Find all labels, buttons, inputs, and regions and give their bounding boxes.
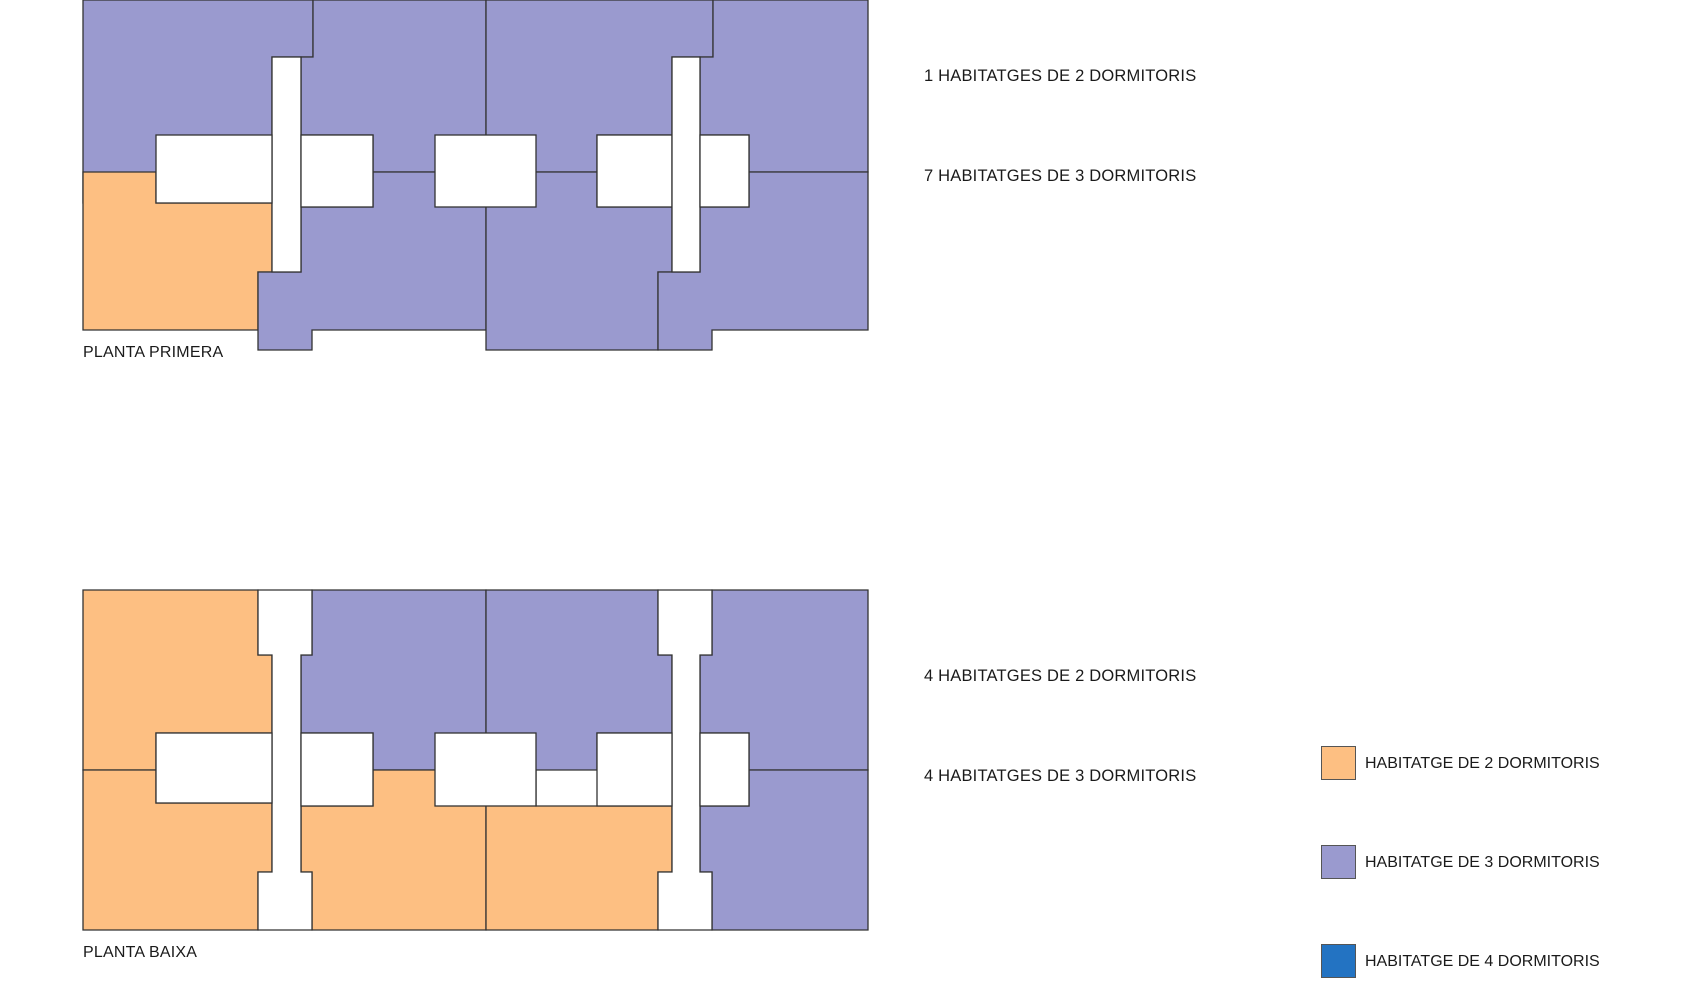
patio-1 xyxy=(155,134,273,204)
legend-swatch-2-dorm xyxy=(1321,746,1356,780)
patio-5 xyxy=(699,134,750,208)
count-primera-2-dorm: 1 HABITATGES DE 2 DORMITORIS xyxy=(924,67,1197,85)
patio-3 xyxy=(434,134,537,208)
count-baixa-3-dorm: 4 HABITATGES DE 3 DORMITORIS xyxy=(924,767,1197,785)
count-baixa-2-dorm: 4 HABITATGES DE 2 DORMITORIS xyxy=(924,667,1197,685)
stair-core-2 xyxy=(671,56,701,273)
count-primera-3-dorm: 7 HABITATGES DE 3 DORMITORIS xyxy=(924,167,1197,185)
stair-core-3 xyxy=(257,589,313,931)
floor-label-primera: PLANTA PRIMERA xyxy=(83,344,224,361)
patio-8 xyxy=(434,732,537,807)
legend-label-4-dorm: HABITATGE DE 4 DORMITORIS xyxy=(1365,953,1600,970)
floor-plan-primera xyxy=(82,0,869,351)
patio-7 xyxy=(300,732,374,807)
floor-label-baixa: PLANTA BAIXA xyxy=(83,944,198,961)
patio-2 xyxy=(300,134,374,208)
stair-core-4 xyxy=(657,589,713,931)
floor-plan-baixa xyxy=(82,589,869,931)
patio-4 xyxy=(596,134,673,208)
patio-9 xyxy=(596,732,673,807)
patio-6 xyxy=(155,732,273,804)
legend-swatch-3-dorm xyxy=(1321,845,1356,879)
legend-label-3-dorm: HABITATGE DE 3 DORMITORIS xyxy=(1365,854,1600,871)
legend-label-2-dorm: HABITATGE DE 2 DORMITORIS xyxy=(1365,755,1600,772)
legend-swatch-4-dorm xyxy=(1321,944,1356,978)
stair-core-1 xyxy=(271,56,302,273)
patio-10 xyxy=(699,732,750,807)
